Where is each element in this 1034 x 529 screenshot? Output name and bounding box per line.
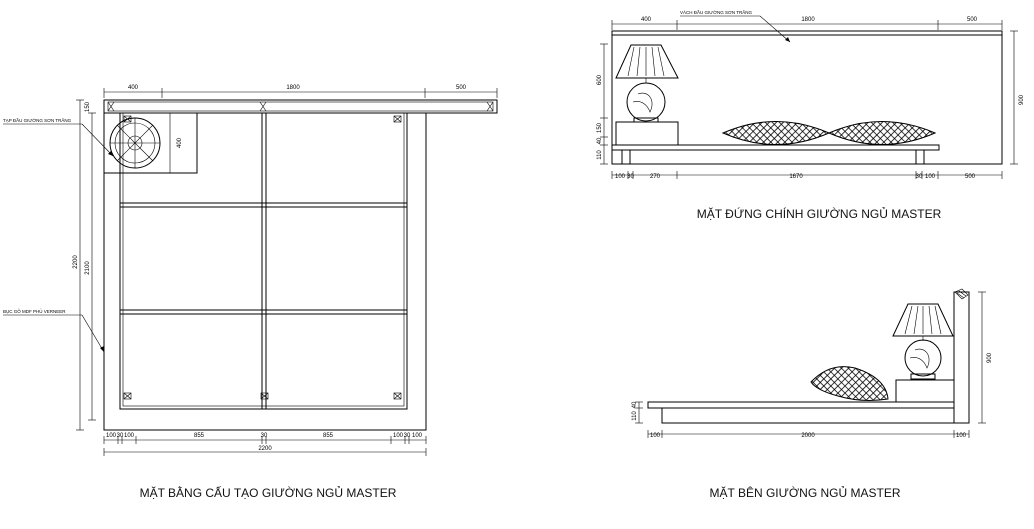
plan-dim-bottom-4: 855 — [194, 433, 205, 439]
front-dim-right: 900 — [1019, 94, 1025, 105]
front-dim-bottom-1: 100 — [615, 174, 626, 180]
front-dim-left-1: 600 — [597, 74, 603, 85]
front-dim-bottom-3: 270 — [650, 174, 661, 180]
side-pillow — [810, 366, 889, 401]
side-caption: MẶT BÊN GIƯỜNG NGỦ MASTER — [710, 485, 901, 500]
front-dim-left-2: 150 — [597, 122, 603, 133]
plan-dim-bottom-2: 30 — [117, 433, 124, 439]
plan-bed-frame — [119, 112, 408, 410]
plan-top-dimension: 400 1800 500 — [103, 85, 498, 98]
plan-dim-left-inner: 2100 — [85, 261, 91, 275]
front-note-headboard: VÁCH ĐẦU GIƯỜNG SƠN TRẮNG — [680, 8, 752, 15]
side-lamp-icon — [892, 303, 954, 380]
plan-view: 400 1800 500 — [3, 85, 498, 500]
side-dim-bottom-1: 100 — [650, 433, 661, 439]
side-dim-bottom-3: 100 — [956, 433, 967, 439]
side-dim-bottom-2: 2000 — [801, 433, 815, 439]
plan-dim-left-outer: 2200 — [73, 255, 79, 269]
side-headboard-cap-icon — [954, 288, 969, 300]
plan-dim-top-3: 500 — [456, 85, 467, 91]
front-pillow-right — [827, 121, 937, 145]
side-elevation: 40 110 900 100 2000 100 MẶT BÊN GIƯỜNG N… — [632, 288, 993, 500]
plan-dim-bottom-1: 100 — [106, 433, 117, 439]
front-dim-bottom-2: 30 — [627, 174, 634, 180]
front-bed-platform — [611, 144, 940, 151]
plan-dim-bottom-9: 100 — [412, 433, 423, 439]
front-lamp-icon — [615, 44, 679, 123]
front-dim-bottom-4: 1670 — [789, 174, 803, 180]
front-dim-left-4: 110 — [597, 150, 603, 160]
front-dim-bottom-5: 30 — [916, 174, 923, 180]
plan-dim-top-1: 400 — [128, 85, 139, 91]
plan-dim-bottom-7: 100 — [393, 433, 404, 439]
front-dim-top-2: 1800 — [801, 17, 815, 23]
plan-dim-nightstand: 400 — [177, 137, 183, 148]
plan-dim-head-thick: 150 — [85, 101, 91, 112]
side-platform — [661, 407, 955, 424]
plan-nightstand — [103, 112, 198, 174]
plan-dim-bottom-total: 2200 — [258, 446, 272, 452]
side-nightstand — [895, 379, 955, 403]
plan-dim-bottom-3: 100 — [124, 433, 135, 439]
side-dim-right: 900 — [987, 352, 993, 363]
plan-bottom-dimension: 100 30 100 855 30 855 100 30 100 2200 — [103, 433, 427, 456]
plan-note-headboard: TẠP ĐẦU GIƯỜNG SƠN TRẮNG — [3, 116, 72, 123]
plan-lamp-icon — [109, 117, 161, 169]
plan-caption: MẶT BẰNG CẤU TẠO GIƯỜNG NGỦ MASTER — [140, 485, 397, 500]
front-elevation: 400 1800 500 VÁCH ĐẦU GIƯỜNG SƠN TRẮNG — [597, 8, 1025, 221]
front-dim-bottom-7: 500 — [965, 174, 976, 180]
side-headboard — [953, 291, 970, 424]
plan-note-frame: BỤC GỖ MDF PHỦ VERNEER — [3, 308, 66, 314]
front-dim-left-3: 40 — [597, 137, 603, 144]
side-dim-left-2: 110 — [632, 411, 638, 421]
front-caption: MẶT ĐỨNG CHÍNH GIƯỜNG NGỦ MASTER — [697, 206, 942, 221]
plan-dim-bottom-6: 855 — [323, 433, 334, 439]
front-pillow-left — [721, 121, 831, 145]
front-dim-bottom-6: 100 — [925, 174, 936, 180]
side-mattress — [647, 401, 955, 409]
side-dim-left-1: 40 — [632, 401, 638, 408]
front-dim-top-1: 400 — [641, 17, 652, 23]
front-headboard-wall — [611, 30, 1003, 165]
front-dim-top-3: 500 — [967, 17, 978, 23]
plan-dim-top-2: 1800 — [286, 85, 300, 91]
plan-dim-bottom-8: 30 — [404, 433, 411, 439]
front-nightstand — [615, 121, 679, 146]
plan-dim-bottom-5: 30 — [261, 433, 268, 439]
